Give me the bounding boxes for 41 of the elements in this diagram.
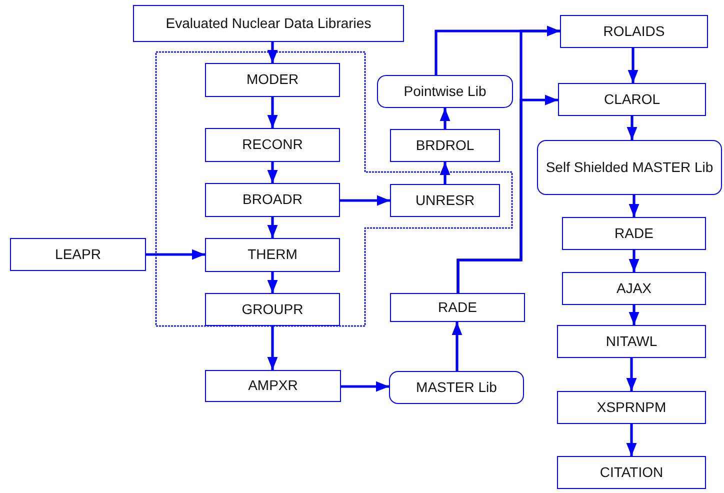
process-box: ROLAIDS [560,15,708,48]
arrow [626,116,638,140]
arrow [267,97,278,128]
process-box: UNRESR [390,184,500,217]
arrow [340,195,390,206]
arrow [267,272,278,293]
arrow [626,358,637,391]
process-box: GROUPR [205,293,340,326]
process-box: BRDROL [390,129,500,162]
arrow [628,305,640,325]
arrow [452,322,462,371]
source-box: Evaluated Nuclear Data Libraries [133,5,404,42]
process-box: RECONR [205,128,340,162]
arrow [267,42,278,63]
process-box: MODER [205,63,340,97]
arrow [456,94,558,293]
process-box: THERM [205,238,340,272]
process-box: CLAROL [558,83,706,116]
arrow [628,195,640,217]
library-box: MASTER Lib [389,371,524,404]
process-box: RADE [390,293,525,322]
library-box: Self Shielded MASTER Lib [537,140,722,195]
arrow [628,250,640,272]
arrow [341,381,389,392]
arrow [267,326,278,370]
process-box: LEAPR [10,238,146,271]
arrow [440,162,450,184]
process-box: CITATION [557,456,706,489]
process-box: BROADR [205,183,340,217]
arrow [146,249,205,260]
arrow [440,108,450,129]
arrow [267,162,278,183]
process-box: AMPXR [205,370,341,402]
arrow [626,424,637,456]
process-box: NITAWL [557,325,706,358]
process-box: RADE [562,217,706,250]
arrow [267,217,278,238]
process-box: XSPRNPM [557,391,706,424]
process-box: AJAX [562,272,706,305]
library-box: Pointwise Lib [377,75,513,108]
arrow [628,48,638,83]
